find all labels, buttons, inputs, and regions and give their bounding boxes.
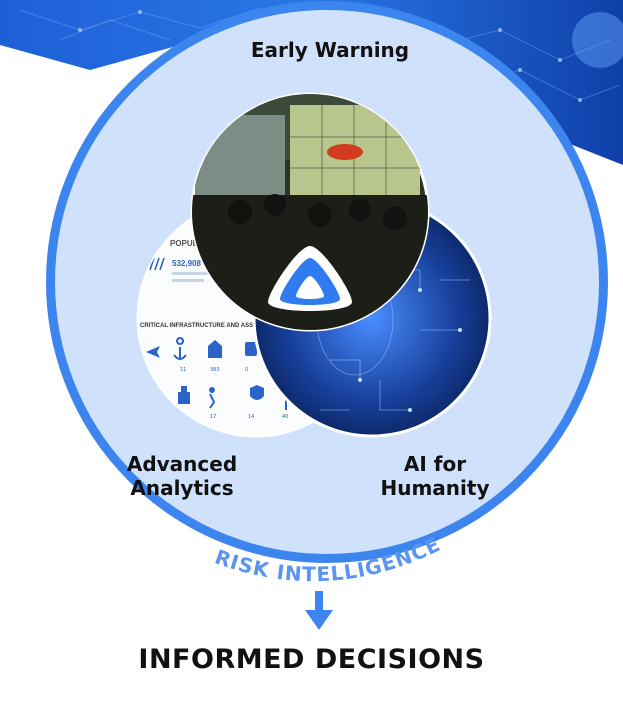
stat-6: 40 bbox=[282, 414, 288, 420]
stat-1: 11 bbox=[180, 367, 186, 373]
school-icon bbox=[178, 386, 190, 404]
shield-icon bbox=[250, 385, 264, 400]
analytics-value: 532,908 ilit bbox=[172, 259, 213, 268]
informed-decisions-title: INFORMED DECISIONS bbox=[138, 644, 485, 675]
ai-humanity-line1: AI for bbox=[403, 452, 467, 476]
analytics-heading: POPULATI bbox=[170, 239, 210, 248]
analytics-section-title: CRITICAL INFRASTRUCTURE AND ASSETS EXPOS bbox=[140, 323, 287, 329]
advanced-analytics-line1: Advanced bbox=[126, 452, 238, 476]
stat-2: 383 bbox=[210, 367, 220, 373]
advanced-analytics-label: Advanced Analytics bbox=[92, 452, 272, 500]
airplane-icon bbox=[146, 346, 160, 358]
advanced-analytics-line2: Analytics bbox=[130, 476, 234, 500]
anchor-icon bbox=[173, 337, 187, 360]
person-icon bbox=[209, 387, 215, 393]
center-logo bbox=[268, 246, 352, 311]
stat-3: 0 bbox=[245, 367, 248, 373]
ai-humanity-label: AI for Humanity bbox=[360, 452, 510, 500]
early-warning-label: Early Warning bbox=[250, 38, 410, 62]
building-icon bbox=[245, 342, 257, 356]
ai-humanity-line2: Humanity bbox=[380, 476, 490, 500]
stat-5: 14 bbox=[248, 414, 254, 420]
early-warning-image bbox=[190, 92, 430, 332]
house-icon bbox=[208, 340, 222, 358]
stat-4: 17 bbox=[210, 414, 216, 420]
